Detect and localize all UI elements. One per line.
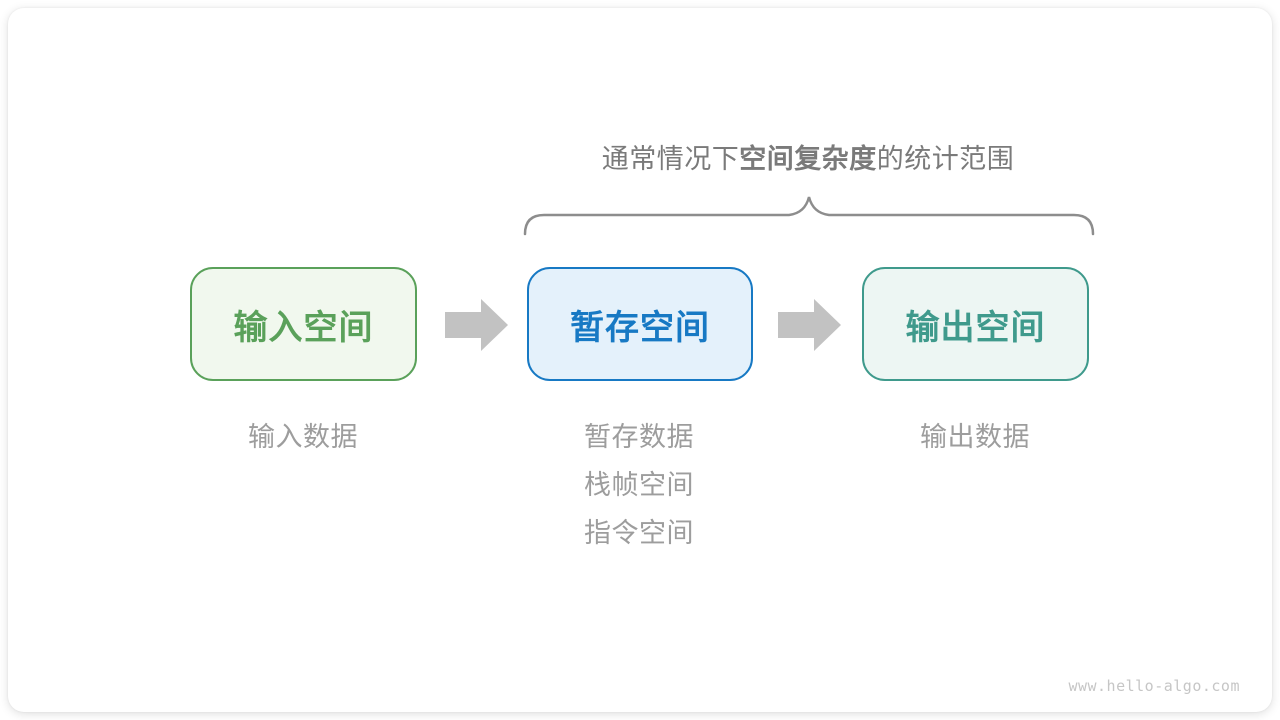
label-temp-data-group: 暂存数据 栈帧空间 指令空间 xyxy=(584,423,694,567)
label-instruction-space: 指令空间 xyxy=(584,518,694,548)
right-block-arrow-icon xyxy=(445,299,508,351)
title-prefix: 通常情况下 xyxy=(601,144,740,174)
curly-brace-down-icon xyxy=(523,196,1095,236)
label-temp-data: 暂存数据 xyxy=(584,422,694,452)
right-block-arrow-icon xyxy=(778,299,841,351)
box-output-space: 输出空间 xyxy=(862,267,1089,381)
label-output-data: 输出数据 xyxy=(920,422,1030,452)
title-suffix: 的统计范围 xyxy=(876,144,1015,174)
box-output-space-label: 输出空间 xyxy=(905,308,1046,347)
box-temp-space: 暂存空间 xyxy=(527,267,753,381)
label-stack-frame-space: 栈帧空间 xyxy=(584,470,694,500)
watermark-url: www.hello-algo.com xyxy=(1068,677,1240,695)
diagram-title: 通常情况下空间复杂度的统计范围 xyxy=(602,144,1015,174)
box-input-space-label: 输入空间 xyxy=(233,308,374,347)
title-emphasis: 空间复杂度 xyxy=(739,144,877,174)
box-temp-space-label: 暂存空间 xyxy=(570,308,710,347)
box-input-space: 输入空间 xyxy=(190,267,417,381)
label-input-data: 输入数据 xyxy=(248,422,358,452)
